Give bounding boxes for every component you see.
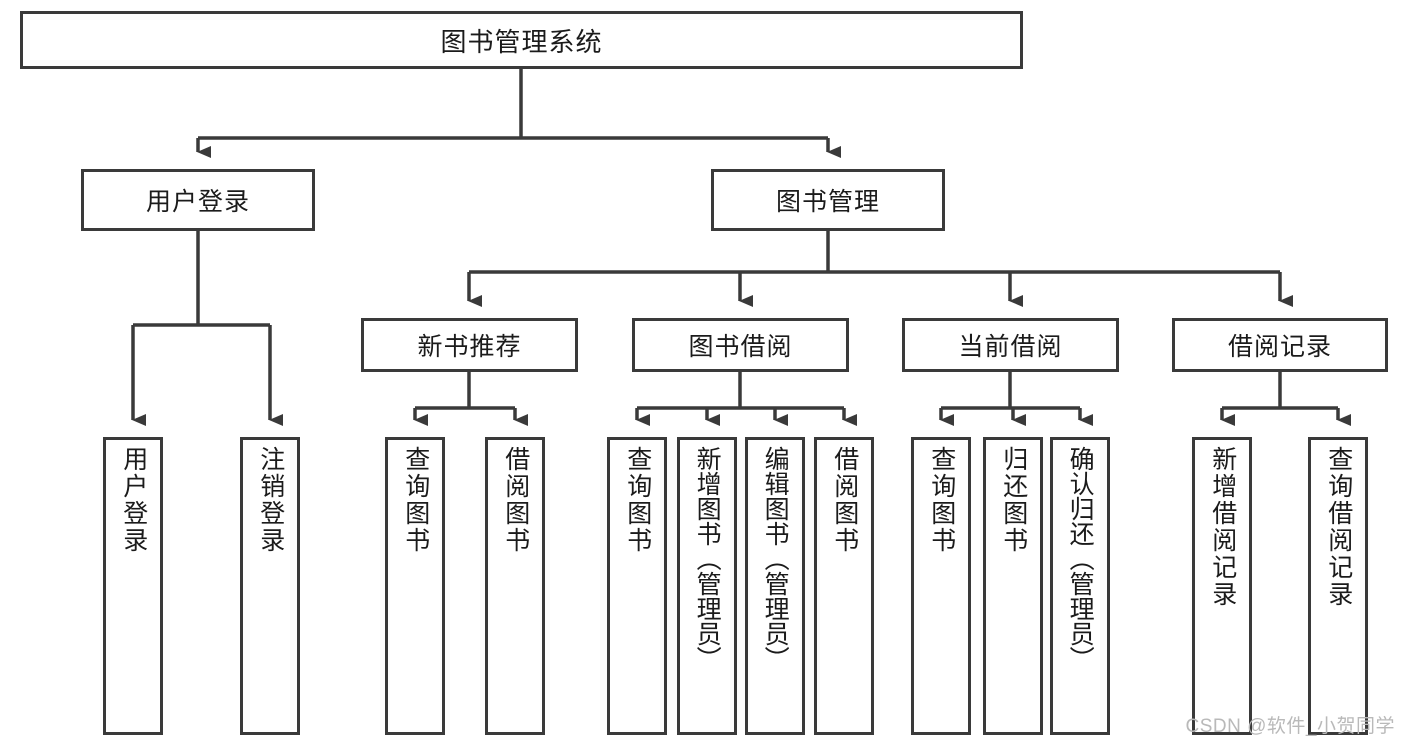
leaf-query-book-recommend[interactable]: 查询图书 (385, 437, 445, 735)
node-book-management[interactable]: 图书管理 (711, 169, 945, 231)
node-label: 查询图书 (623, 446, 652, 554)
leaf-borrow-book[interactable]: 借阅图书 (814, 437, 874, 735)
node-label: 图书借阅 (688, 333, 793, 361)
node-label: 新增图书（管理员） (693, 446, 722, 671)
node-label: 新增借阅记录 (1208, 446, 1237, 608)
node-label: 新书推荐 (417, 333, 522, 361)
leaf-user-login[interactable]: 用户登录 (103, 437, 163, 735)
leaf-query-book-borrow[interactable]: 查询图书 (607, 437, 667, 735)
node-label: 查询图书 (927, 446, 956, 554)
node-label: 图书管理 (775, 188, 880, 216)
node-label: 查询图书 (401, 446, 430, 554)
node-root[interactable]: 图书管理系统 (20, 11, 1023, 69)
node-label: 归还图书 (999, 446, 1028, 554)
node-label: 图书管理系统 (440, 26, 603, 57)
node-label: 借阅记录 (1227, 333, 1332, 361)
node-current-borrow[interactable]: 当前借阅 (902, 318, 1119, 372)
leaf-borrow-book-recommend[interactable]: 借阅图书 (485, 437, 545, 735)
node-label: 用户登录 (145, 188, 250, 216)
node-label: 借阅图书 (830, 446, 859, 554)
leaf-query-book-current[interactable]: 查询图书 (911, 437, 971, 735)
node-label: 确认归还（管理员） (1066, 446, 1095, 671)
node-label: 当前借阅 (958, 333, 1063, 361)
node-label: 查询借阅记录 (1324, 446, 1353, 608)
leaf-edit-book-admin[interactable]: 编辑图书（管理员） (745, 437, 805, 735)
leaf-add-book-admin[interactable]: 新增图书（管理员） (677, 437, 737, 735)
leaf-return-book[interactable]: 归还图书 (983, 437, 1043, 735)
node-label: 编辑图书（管理员） (761, 446, 790, 671)
node-label: 借阅图书 (501, 446, 530, 554)
leaf-confirm-return-admin[interactable]: 确认归还（管理员） (1050, 437, 1110, 735)
leaf-query-borrow-record[interactable]: 查询借阅记录 (1308, 437, 1368, 735)
node-label: 用户登录 (119, 446, 148, 554)
leaf-add-borrow-record[interactable]: 新增借阅记录 (1192, 437, 1252, 735)
node-user-login[interactable]: 用户登录 (81, 169, 315, 231)
leaf-logout[interactable]: 注销登录 (240, 437, 300, 735)
node-new-book-recommend[interactable]: 新书推荐 (361, 318, 578, 372)
node-book-borrow[interactable]: 图书借阅 (632, 318, 849, 372)
node-label: 注销登录 (256, 446, 285, 554)
node-borrow-record[interactable]: 借阅记录 (1172, 318, 1388, 372)
watermark-text: CSDN @软件_小贺同学 (1185, 716, 1395, 737)
